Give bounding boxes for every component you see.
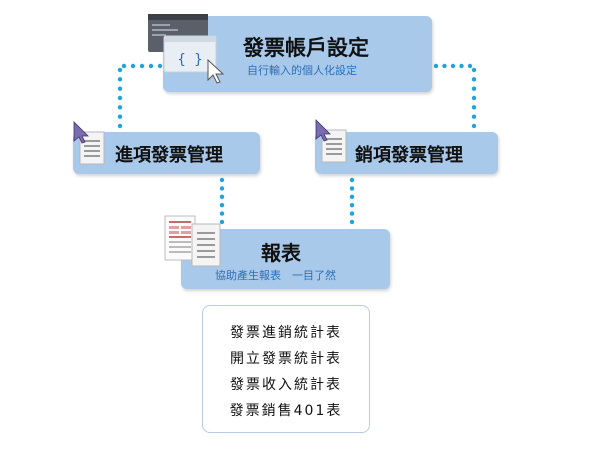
document-cursor-icon bbox=[73, 121, 105, 165]
connector-dot bbox=[433, 63, 439, 69]
connector-dot bbox=[117, 123, 123, 129]
report-list-item[interactable]: 發票收入統計表 bbox=[230, 377, 342, 393]
account-settings-title: 發票帳戶設定 bbox=[243, 35, 369, 60]
connector-dot bbox=[450, 63, 456, 69]
outgoing-invoice-title: 銷項發票管理 bbox=[355, 145, 463, 166]
connector-dot bbox=[349, 219, 355, 225]
connector-dot bbox=[471, 67, 477, 73]
connector-dots bbox=[117, 63, 477, 225]
connector-dot bbox=[349, 177, 355, 183]
connector-dot bbox=[130, 63, 136, 69]
report-list-item[interactable]: 發票進銷統計表 bbox=[230, 325, 342, 341]
connector-dot bbox=[442, 63, 447, 69]
connector-dot bbox=[219, 203, 225, 208]
connector-dot bbox=[219, 219, 225, 225]
connector-dot bbox=[471, 86, 477, 91]
connector-dot bbox=[471, 95, 477, 101]
connector-dot bbox=[117, 86, 123, 91]
account-settings-subtitle: 自行輸入的個人化設定 bbox=[247, 64, 357, 77]
connector-dot bbox=[139, 63, 145, 69]
connector-dot bbox=[117, 95, 123, 101]
connector-dot bbox=[219, 194, 225, 199]
connector-dot bbox=[117, 67, 123, 73]
code-window-icon: { } bbox=[148, 14, 225, 84]
report-list-item[interactable]: 開立發票統計表 bbox=[230, 351, 342, 367]
connector-dot bbox=[157, 63, 163, 69]
connector-dot bbox=[117, 105, 123, 110]
connector-dot bbox=[349, 211, 355, 216]
connector-dot bbox=[117, 114, 123, 119]
connector-dot bbox=[121, 63, 127, 69]
connector-dot bbox=[117, 77, 123, 82]
svg-text:{ }: { } bbox=[177, 52, 202, 68]
connector-dot bbox=[219, 211, 225, 216]
reports-subtitle: 協助產生報表 一目了然 bbox=[215, 269, 336, 282]
connector-dot bbox=[471, 114, 477, 119]
connector-dot bbox=[459, 63, 464, 69]
document-cursor-icon bbox=[315, 119, 347, 163]
connector-dot bbox=[467, 63, 473, 69]
incoming-invoice-title: 進項發票管理 bbox=[115, 145, 223, 166]
report-list: 發票進銷統計表 開立發票統計表 發票收入統計表 發票銷售401表 bbox=[202, 305, 370, 433]
connector-dot bbox=[349, 194, 355, 199]
connector-dot bbox=[471, 77, 477, 82]
report-list-item[interactable]: 發票銷售401表 bbox=[229, 403, 343, 419]
connector-dot bbox=[219, 177, 225, 183]
connector-dot bbox=[471, 105, 477, 110]
connector-dot bbox=[349, 186, 355, 191]
report-sheet-icon bbox=[164, 215, 221, 267]
connector-dot bbox=[471, 123, 477, 129]
connector-dot bbox=[219, 186, 225, 191]
connector-dot bbox=[349, 203, 355, 208]
reports-title: 報表 bbox=[261, 241, 301, 265]
connector-dot bbox=[148, 63, 154, 69]
